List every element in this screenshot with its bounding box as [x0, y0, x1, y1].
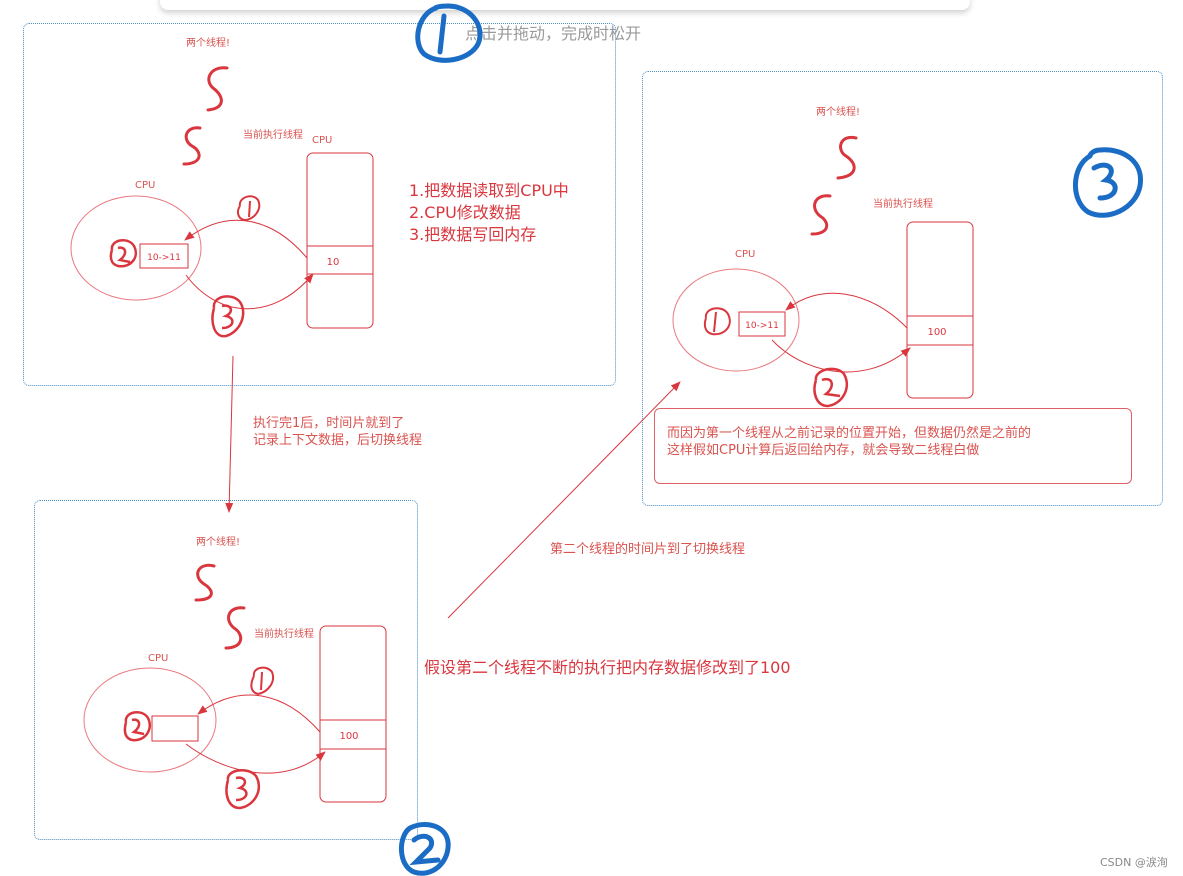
step-2: 2.CPU修改数据	[409, 203, 521, 222]
explanation-note: 而因为第一个线程从之前记录的位置开始，但数据仍然是之前的 这样假如CPU计算后返…	[654, 408, 1132, 484]
register-value: 10->11	[745, 321, 779, 331]
panel-2-thread-squiggle-1	[194, 563, 216, 602]
blue-number-3	[1073, 147, 1143, 218]
hand-1-circle	[250, 666, 274, 696]
assumption-annotation: 假设第二个线程不断的执行把内存数据修改到了100	[424, 658, 791, 677]
hand-1-circle	[237, 195, 261, 222]
memory-block	[906, 221, 974, 399]
memory-value: 10	[327, 257, 340, 268]
cpu-label: CPU	[135, 180, 156, 191]
cpu-label: CPU	[148, 653, 169, 664]
footer-watermark: CSDN @涙洵	[1100, 856, 1168, 869]
register-box	[139, 243, 189, 269]
cpu-label: CPU	[735, 249, 756, 260]
cpu-circle	[672, 268, 800, 372]
switch-annotation-line-1: 执行完1后，时间片就到了	[253, 416, 405, 431]
panel-3-thread-squiggle-1	[836, 135, 858, 180]
current-thread-label: 当前执行线程	[254, 629, 314, 640]
note-line-1: 而因为第一个线程从之前记录的位置开始，但数据仍然是之前的	[667, 426, 1032, 441]
note-line-2: 这样假如CPU计算后返回给内存，就会导致二线程白做	[667, 443, 980, 458]
arrow-panel-2-to-3	[447, 381, 681, 619]
second-switch-annotation: 第二个线程的时间片到了切换线程	[550, 542, 746, 557]
arrow-panel-1-to-2	[225, 355, 234, 513]
hand-2-circle	[109, 238, 137, 268]
current-thread-label: 当前执行线程	[873, 199, 933, 210]
memory-cell	[306, 245, 374, 275]
read-arrow	[197, 694, 321, 733]
write-arrow	[771, 339, 911, 373]
write-arrow	[185, 273, 314, 310]
hand-3-circle	[225, 768, 261, 810]
memory-cell	[906, 315, 974, 346]
drag-hint: 点击并拖动，完成时松开	[465, 24, 642, 43]
panel-step-1: 两个线程! 当前执行线程 CPU CPU 1.把数据读取到CPU中 2.CPU修…	[23, 23, 616, 386]
read-arrow	[785, 292, 908, 329]
memory-block	[306, 152, 374, 329]
cpu-circle	[83, 667, 217, 773]
hand-2-circle	[123, 710, 151, 742]
cpu-circle	[70, 195, 202, 301]
memory-cpu-label: CPU	[312, 135, 333, 146]
panel-title: 两个线程!	[186, 38, 231, 49]
write-arrow	[185, 743, 326, 774]
steps-list: 1.把数据读取到CPU中 2.CPU修改数据 3.把数据写回内存	[409, 180, 569, 246]
register-value: 10->11	[147, 253, 181, 263]
memory-value: 100	[339, 731, 358, 742]
top-tab-bar	[160, 0, 970, 10]
panel-step-3: 两个线程! 当前执行线程 CPU	[642, 71, 1163, 506]
hand-3-circle	[211, 295, 245, 338]
panel-1-thread-squiggle-2	[182, 126, 202, 166]
step-1: 1.把数据读取到CPU中	[409, 181, 569, 200]
switch-annotation-line-2: 记录上下文数据，后切换线程	[253, 433, 423, 448]
panel-title: 两个线程!	[196, 537, 241, 548]
hand-2-circle	[813, 367, 849, 408]
blue-number-2	[399, 822, 451, 876]
panel-1-thread-squiggle-1	[206, 66, 229, 112]
panel-3-thread-squiggle-2	[810, 194, 832, 236]
panel-step-2: 两个线程! 当前执行线程 CPU	[34, 500, 418, 840]
memory-value: 100	[927, 327, 946, 338]
register-box	[738, 311, 786, 337]
current-thread-label: 当前执行线程	[243, 130, 303, 141]
step-3: 3.把数据写回内存	[409, 225, 537, 244]
hand-1-circle	[703, 307, 731, 336]
panel-2-thread-squiggle-2	[224, 606, 246, 650]
panel-title: 两个线程!	[816, 107, 861, 118]
memory-block	[319, 625, 387, 803]
blue-number-1	[415, 3, 483, 63]
read-arrow	[184, 219, 308, 259]
memory-cell	[319, 719, 387, 750]
register-box	[151, 715, 199, 742]
